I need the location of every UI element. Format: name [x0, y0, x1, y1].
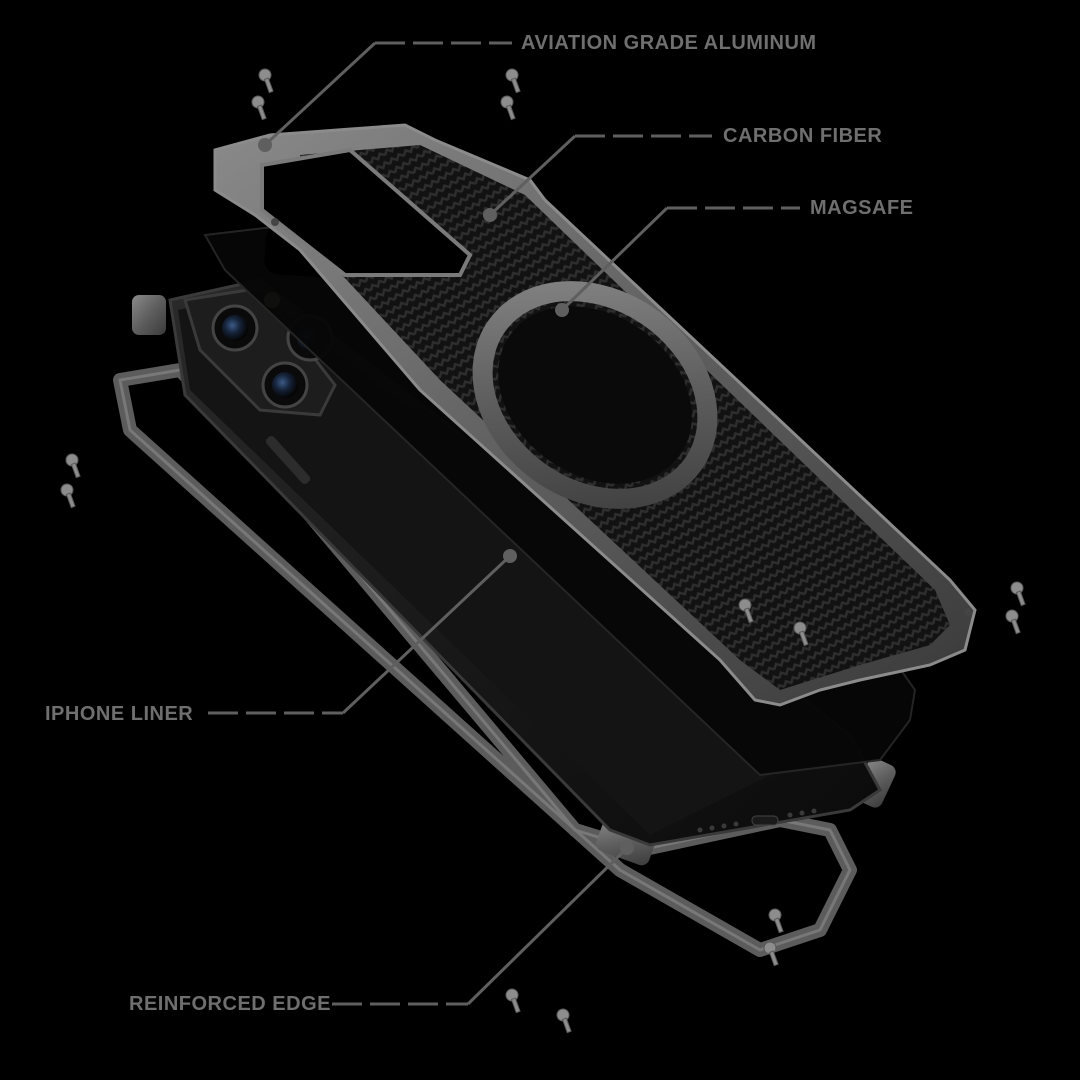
carbon-fiber-back — [213, 123, 977, 707]
callout-carbon-fiber: CARBON FIBER — [723, 125, 883, 147]
callout-leaders — [208, 41, 800, 1006]
leader-carbon — [483, 134, 712, 222]
callout-reinforced-edge: REINFORCED EDGE — [129, 993, 331, 1015]
leader-edge — [332, 841, 634, 1006]
corner-bumper — [132, 295, 166, 335]
callout-iphone-liner: IPHONE LINER — [45, 703, 194, 725]
callout-aviation-grade-aluminum: AVIATION GRADE ALUMINUM — [521, 32, 817, 54]
callout-magsafe: MAGSAFE — [810, 197, 914, 219]
leader-liner — [208, 549, 517, 715]
leader-aluminum — [258, 41, 512, 152]
screws — [60, 68, 1026, 1034]
leader-magsafe — [555, 206, 800, 317]
